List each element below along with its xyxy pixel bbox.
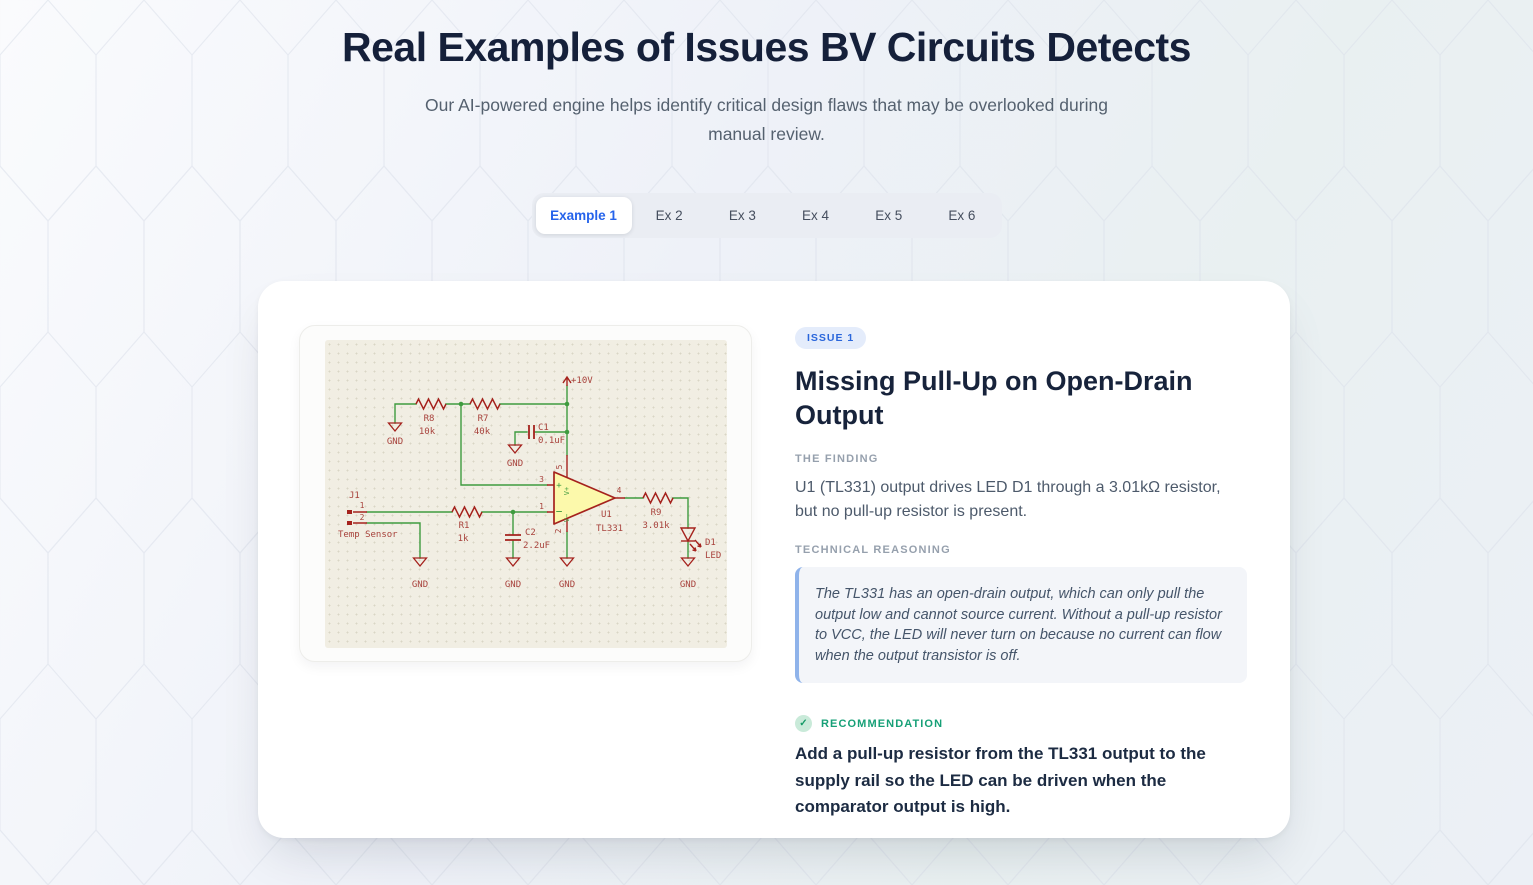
schematic-text: R7 xyxy=(477,414,488,424)
check-icon: ✓ xyxy=(795,715,812,732)
schematic-text: 40k xyxy=(473,427,490,437)
schematic-text: 1 xyxy=(359,501,364,510)
junction-dots xyxy=(458,401,569,514)
schematic-text: R9 xyxy=(650,508,661,518)
tab-example-2[interactable]: Ex 2 xyxy=(634,197,705,234)
reasoning-label: TECHNICAL REASONING xyxy=(795,544,951,556)
schematic-text: U1 xyxy=(601,510,612,520)
schematic-text: J1 xyxy=(349,491,360,501)
schematic-text: V− xyxy=(563,513,571,521)
schematic-text: 2 xyxy=(359,513,364,522)
schematic-text: +10V xyxy=(571,376,593,386)
recommendation-header: ✓ RECOMMENDATION xyxy=(795,715,1247,732)
schematic-text: GND xyxy=(504,580,520,590)
schematic-text: 0.1uF xyxy=(538,436,565,446)
schematic-text: V+ xyxy=(563,486,571,494)
schematic-text: C1 xyxy=(538,423,549,433)
page-title: Real Examples of Issues BV Circuits Dete… xyxy=(342,24,1191,70)
schematic-text: 3.01k xyxy=(642,521,670,531)
capacitor-C1 xyxy=(527,424,535,439)
schematic-text: C2 xyxy=(525,528,536,538)
tab-example-6[interactable]: Ex 6 xyxy=(926,197,997,234)
tab-example-1[interactable]: Example 1 xyxy=(535,197,632,234)
recommendation-label: RECOMMENDATION xyxy=(821,717,944,730)
resistor-R1 xyxy=(450,504,483,519)
resistor-R8 xyxy=(414,396,447,411)
finding-text: U1 (TL331) output drives LED D1 through … xyxy=(795,479,1221,520)
schematic-text: 2 xyxy=(554,528,563,533)
schematic-text: R8 xyxy=(423,414,434,424)
power-flag-10v xyxy=(561,375,572,386)
schematic-text: LED xyxy=(705,551,721,561)
resistor-R9 xyxy=(641,490,674,505)
finding-label: THE FINDING xyxy=(795,453,879,465)
schematic-text: 5 xyxy=(555,464,564,469)
schematic-text: GND xyxy=(506,459,522,469)
recommendation-text: Add a pull-up resistor from the TL331 ou… xyxy=(795,744,1206,816)
schematic-text: GND xyxy=(386,437,402,447)
schematic-text: GND xyxy=(411,580,427,590)
examples-tabbar: Example 1 Ex 2 Ex 3 Ex 4 Ex 5 Ex 6 xyxy=(531,193,1002,238)
tab-example-5[interactable]: Ex 5 xyxy=(853,197,924,234)
issue-title: Missing Pull-Up on Open-Drain Output xyxy=(795,366,1193,430)
resistor-R7 xyxy=(468,396,501,411)
schematic-text: R1 xyxy=(458,521,469,531)
schematic-text: 3 xyxy=(539,475,544,484)
page-subtitle: Our AI-powered engine helps identify cri… xyxy=(425,95,1108,144)
reasoning-quote: The TL331 has an open-drain output, whic… xyxy=(795,567,1247,683)
schematic-text: 4 xyxy=(616,486,621,495)
schematic-text: D1 xyxy=(705,538,716,548)
tab-example-3[interactable]: Ex 3 xyxy=(707,197,778,234)
schematic-text: + xyxy=(556,481,562,491)
schematic-text: − xyxy=(555,505,562,518)
issue-badge: ISSUE 1 xyxy=(795,327,867,349)
schematic-text: Temp Sensor xyxy=(338,530,398,540)
issue-details: ISSUE 1 Missing Pull-Up on Open-Drain Ou… xyxy=(795,281,1247,821)
schematic-text: 2.2uF xyxy=(523,541,550,551)
capacitor-C2 xyxy=(504,533,521,541)
schematic-text: 1k xyxy=(457,534,468,544)
schematic-text: TL331 xyxy=(596,524,623,534)
schematic-text: GND xyxy=(558,580,574,590)
schematic-text: GND xyxy=(679,580,695,590)
schematic-text: 1 xyxy=(539,502,544,511)
schematic-text: 10k xyxy=(418,427,435,437)
led-D1 xyxy=(679,526,702,552)
tab-example-4[interactable]: Ex 4 xyxy=(780,197,851,234)
